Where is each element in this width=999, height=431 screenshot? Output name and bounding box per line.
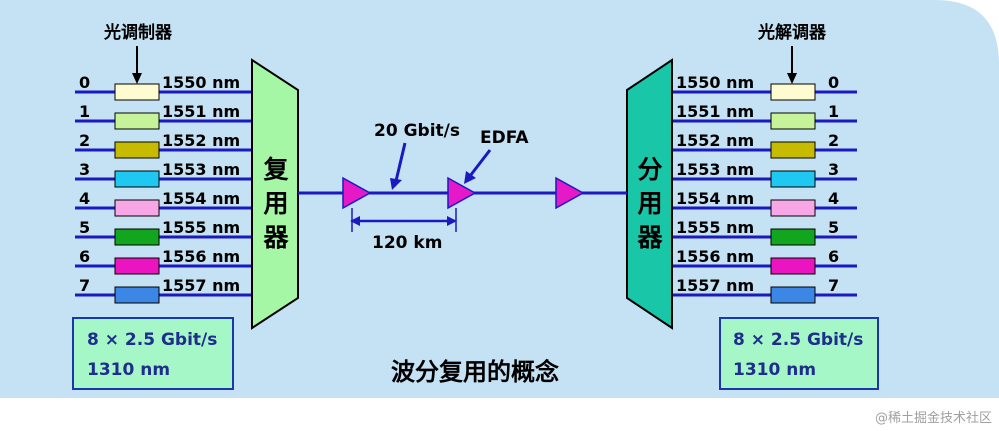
multiplexer-block <box>251 58 299 330</box>
modulator-box <box>114 257 160 275</box>
right-channel-wavelength: 1556 nm <box>676 247 754 266</box>
left-channel-index: 2 <box>79 131 90 150</box>
demodulator-box <box>770 112 816 130</box>
left-channel-index: 7 <box>79 276 90 295</box>
modulator-box <box>114 199 160 217</box>
amplifier-arrow-head <box>464 171 476 184</box>
left-channel-index: 5 <box>79 218 90 237</box>
demultiplexer-label: 分 用 器 <box>636 155 663 252</box>
demodulator-box <box>770 199 816 217</box>
multiplexer-char-0: 复 <box>263 155 289 184</box>
multiplexer-char-1: 用 <box>263 189 288 218</box>
modulator-label: 光调制器 <box>103 22 173 43</box>
right-channel-index: 3 <box>828 160 839 179</box>
modulator-box <box>114 112 160 130</box>
right-channel-wavelength: 1551 nm <box>676 102 754 121</box>
left-channel-index: 3 <box>79 160 90 179</box>
modulator-box <box>114 141 160 159</box>
amplifier-2 <box>447 176 477 210</box>
left-info-line2: 1310 nm <box>87 360 170 380</box>
amplifier-label: EDFA <box>480 128 529 148</box>
right-channel-wavelength: 1552 nm <box>676 131 754 150</box>
bitrate-label: 20 Gbit/s <box>374 121 460 141</box>
multiplexer-char-2: 器 <box>262 223 289 252</box>
right-info-line2: 1310 nm <box>733 360 816 380</box>
left-channel-index: 0 <box>79 73 90 92</box>
right-channel-wavelength: 1553 nm <box>676 160 754 179</box>
span-arrow-left <box>350 216 360 226</box>
demodulator-arrow-head <box>787 73 797 84</box>
left-channel-wavelength: 1553 nm <box>162 160 240 179</box>
right-channel-group: 1550 nm 0 1551 nm 1 1552 nm 2 1553 nm 3 1554 nm 4… <box>672 73 857 304</box>
left-channel-wavelength: 1554 nm <box>162 189 240 208</box>
demodulator-box <box>770 141 816 159</box>
span-label: 120 km <box>372 233 442 253</box>
right-channel-wavelength: 1550 nm <box>676 73 754 92</box>
modulator-box <box>114 170 160 188</box>
left-channel-wavelength: 1552 nm <box>162 131 240 150</box>
demodulator-box <box>770 170 816 188</box>
demodulator-label: 光解调器 <box>757 22 827 43</box>
span-arrow-right <box>447 216 457 226</box>
left-channel-index: 4 <box>79 189 90 208</box>
right-channel-index: 7 <box>828 276 839 295</box>
left-channel-wavelength: 1551 nm <box>162 102 240 121</box>
left-info-box <box>72 317 234 390</box>
bitrate-arrow-head <box>390 178 402 190</box>
amplifier-1 <box>342 176 372 210</box>
demodulator-box <box>770 83 816 101</box>
right-info-box <box>719 317 879 390</box>
right-channel-wavelength: 1557 nm <box>676 276 754 295</box>
left-channel-wavelength: 1550 nm <box>162 73 240 92</box>
demultiplexer-char-2: 器 <box>636 223 663 252</box>
watermark: @稀土掘金技术社区 <box>875 410 992 426</box>
modulator-arrow-head <box>132 73 142 84</box>
right-channel-index: 6 <box>828 247 839 266</box>
amplifier-arrow <box>468 149 492 177</box>
right-info-line1: 8 × 2.5 Gbit/s <box>733 330 863 350</box>
right-channel-wavelength: 1555 nm <box>676 218 754 237</box>
diagram-title: 波分复用的概念 <box>391 358 559 386</box>
demultiplexer-char-0: 分 <box>637 155 662 184</box>
modulator-box <box>114 228 160 246</box>
multiplexer-label: 复 用 器 <box>262 155 289 252</box>
left-channel-wavelength: 1556 nm <box>162 247 240 266</box>
amplifier-3 <box>555 176 585 210</box>
right-channel-index: 0 <box>828 73 839 92</box>
bitrate-arrow <box>394 142 407 182</box>
demodulator-box <box>770 286 816 304</box>
modulator-box <box>114 83 160 101</box>
left-channel-index: 6 <box>79 247 90 266</box>
right-channel-wavelength: 1554 nm <box>676 189 754 208</box>
left-channel-wavelength: 1555 nm <box>162 218 240 237</box>
demodulator-box <box>770 257 816 275</box>
modulator-box <box>114 286 160 304</box>
demultiplexer-block <box>626 58 673 330</box>
right-channel-index: 4 <box>828 189 839 208</box>
right-channel-index: 2 <box>828 131 839 150</box>
right-channel-index: 5 <box>828 218 839 237</box>
right-channel-index: 1 <box>828 102 839 121</box>
background-panel <box>0 0 999 398</box>
left-channel-index: 1 <box>79 102 90 121</box>
demodulator-box <box>770 228 816 246</box>
left-channel-group: 0 1550 nm 1 1551 nm 2 1552 nm 3 1553 nm 4 1554 nm… <box>75 73 252 304</box>
left-channel-wavelength: 1557 nm <box>162 276 240 295</box>
demultiplexer-char-1: 用 <box>637 189 662 218</box>
left-info-line1: 8 × 2.5 Gbit/s <box>87 330 217 350</box>
